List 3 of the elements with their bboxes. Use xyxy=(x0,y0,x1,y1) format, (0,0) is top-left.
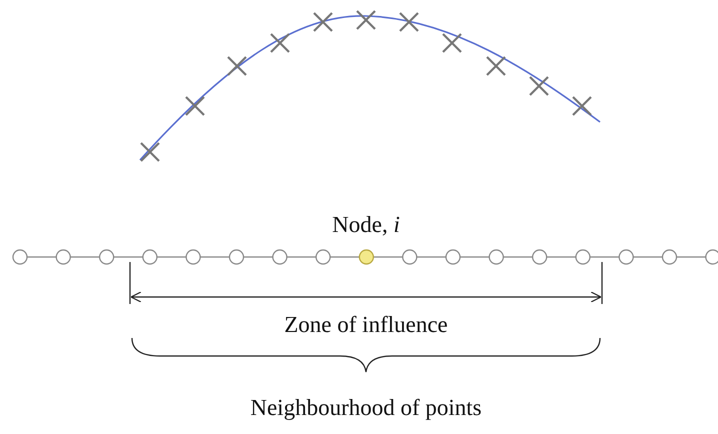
node-label: Node, i xyxy=(332,212,400,238)
neighbourhood-label: Neighbourhood of points xyxy=(250,395,482,420)
zone-label: Zone of influence xyxy=(284,312,448,338)
